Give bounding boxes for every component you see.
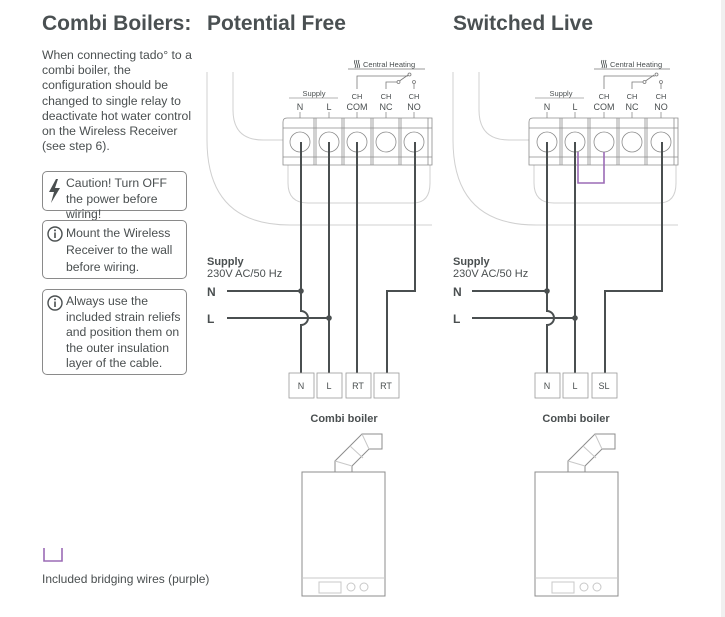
pf-terminal-no: NO	[407, 102, 421, 112]
strain-relief-note-text: Always use the included strain reliefs a…	[66, 294, 181, 370]
sl-central-heating-label: Central Heating	[610, 60, 662, 69]
potential-free-heading: Potential Free	[207, 12, 346, 35]
pf-relay-symbol	[356, 72, 416, 89]
svg-text:Supply: Supply	[303, 89, 326, 98]
pf-wires	[227, 142, 416, 376]
pf-terminal-labels: CH CH CH N L COM NC NO	[297, 92, 421, 112]
pf-supply-l: L	[207, 312, 214, 326]
sl-relay-symbol	[603, 72, 663, 89]
pf-boiler-terminal-l: L	[326, 381, 331, 391]
sl-terminal-labels: CH CH CH N L COM NC NO	[544, 92, 668, 112]
svg-text:CH: CH	[381, 92, 392, 101]
sl-boiler-terminals	[534, 372, 618, 399]
sl-terminal-n: N	[544, 102, 551, 112]
sl-wires	[472, 142, 663, 376]
svg-text:CH: CH	[409, 92, 420, 101]
pf-central-heating-label: Central Heating	[363, 60, 415, 69]
sl-supply-group: Supply	[535, 89, 584, 99]
pf-terminal-l: L	[326, 102, 331, 112]
sl-terminal-l: L	[572, 102, 577, 112]
lightning-icon	[47, 177, 62, 210]
sl-supply-labels: Supply 230V AC/50 Hz N L	[453, 256, 528, 326]
pf-boiler-terminal-n: N	[298, 381, 305, 391]
bridge-legend-text: Included bridging wires (purple)	[42, 572, 210, 586]
switched-live-heading: Switched Live	[453, 12, 594, 35]
sl-boiler-terminal-l: L	[572, 381, 577, 391]
info-icon	[47, 295, 63, 316]
pf-supply-group: Supply	[289, 89, 338, 99]
pf-terminal-nc: NC	[380, 102, 393, 112]
sl-bridging-wire	[577, 152, 605, 184]
pf-boiler-terminal-rt1: RT	[352, 381, 364, 391]
pf-supply-n: N	[207, 285, 216, 299]
page-edge	[721, 0, 725, 617]
pf-boiler-label: Combi boiler	[310, 413, 378, 425]
pf-boiler-terminal-rt2: RT	[380, 381, 392, 391]
caution-note: Caution! Turn OFF the power before wirin…	[42, 171, 187, 221]
radiator-icon	[354, 59, 360, 69]
pf-central-heating-header: Central Heating	[348, 59, 425, 70]
pf-terminal-n: N	[297, 102, 304, 112]
svg-text:Supply: Supply	[453, 256, 491, 268]
pf-boiler-terminals	[288, 372, 400, 399]
svg-text:Supply: Supply	[550, 89, 573, 98]
svg-text:CH: CH	[352, 92, 363, 101]
sl-boiler-terminal-sl: SL	[598, 381, 609, 391]
svg-text:CH: CH	[599, 92, 610, 101]
radiator-icon	[601, 59, 607, 69]
sl-boiler-label: Combi boiler	[542, 413, 610, 425]
intro-text: When connecting tado° to a combi boiler,…	[42, 48, 192, 154]
pf-supply-labels: Supply 230V AC/50 Hz N L	[207, 256, 282, 326]
svg-text:CH: CH	[627, 92, 638, 101]
caution-note-text: Caution! Turn OFF the power before wirin…	[66, 176, 167, 221]
sl-boiler-icon	[534, 433, 619, 597]
receiver-housing	[206, 72, 432, 226]
pf-terminal-com: COM	[347, 102, 368, 112]
sl-supply-l: L	[453, 312, 460, 326]
svg-text:CH: CH	[656, 92, 667, 101]
info-icon	[47, 226, 63, 247]
svg-text:230V AC/50 Hz: 230V AC/50 Hz	[453, 268, 528, 280]
svg-text:Supply: Supply	[207, 256, 245, 268]
sl-central-heating-header: Central Heating	[594, 59, 670, 70]
mount-note: Mount the Wireless Receiver to the wall …	[42, 220, 187, 279]
strain-relief-note: Always use the included strain reliefs a…	[42, 289, 187, 375]
sl-terminal-com: COM	[594, 102, 615, 112]
bridge-legend-swatch	[42, 547, 64, 568]
main-heading: Combi Boilers:	[42, 12, 192, 35]
svg-text:230V AC/50 Hz: 230V AC/50 Hz	[207, 268, 282, 280]
mount-note-text: Mount the Wireless Receiver to the wall …	[66, 226, 173, 274]
sl-boiler-terminal-n: N	[544, 381, 551, 391]
sl-terminal-nc: NC	[626, 102, 639, 112]
sl-supply-n: N	[453, 285, 462, 299]
sl-terminal-no: NO	[654, 102, 668, 112]
receiver-housing-sw	[452, 72, 678, 226]
pf-boiler-icon	[301, 433, 386, 597]
